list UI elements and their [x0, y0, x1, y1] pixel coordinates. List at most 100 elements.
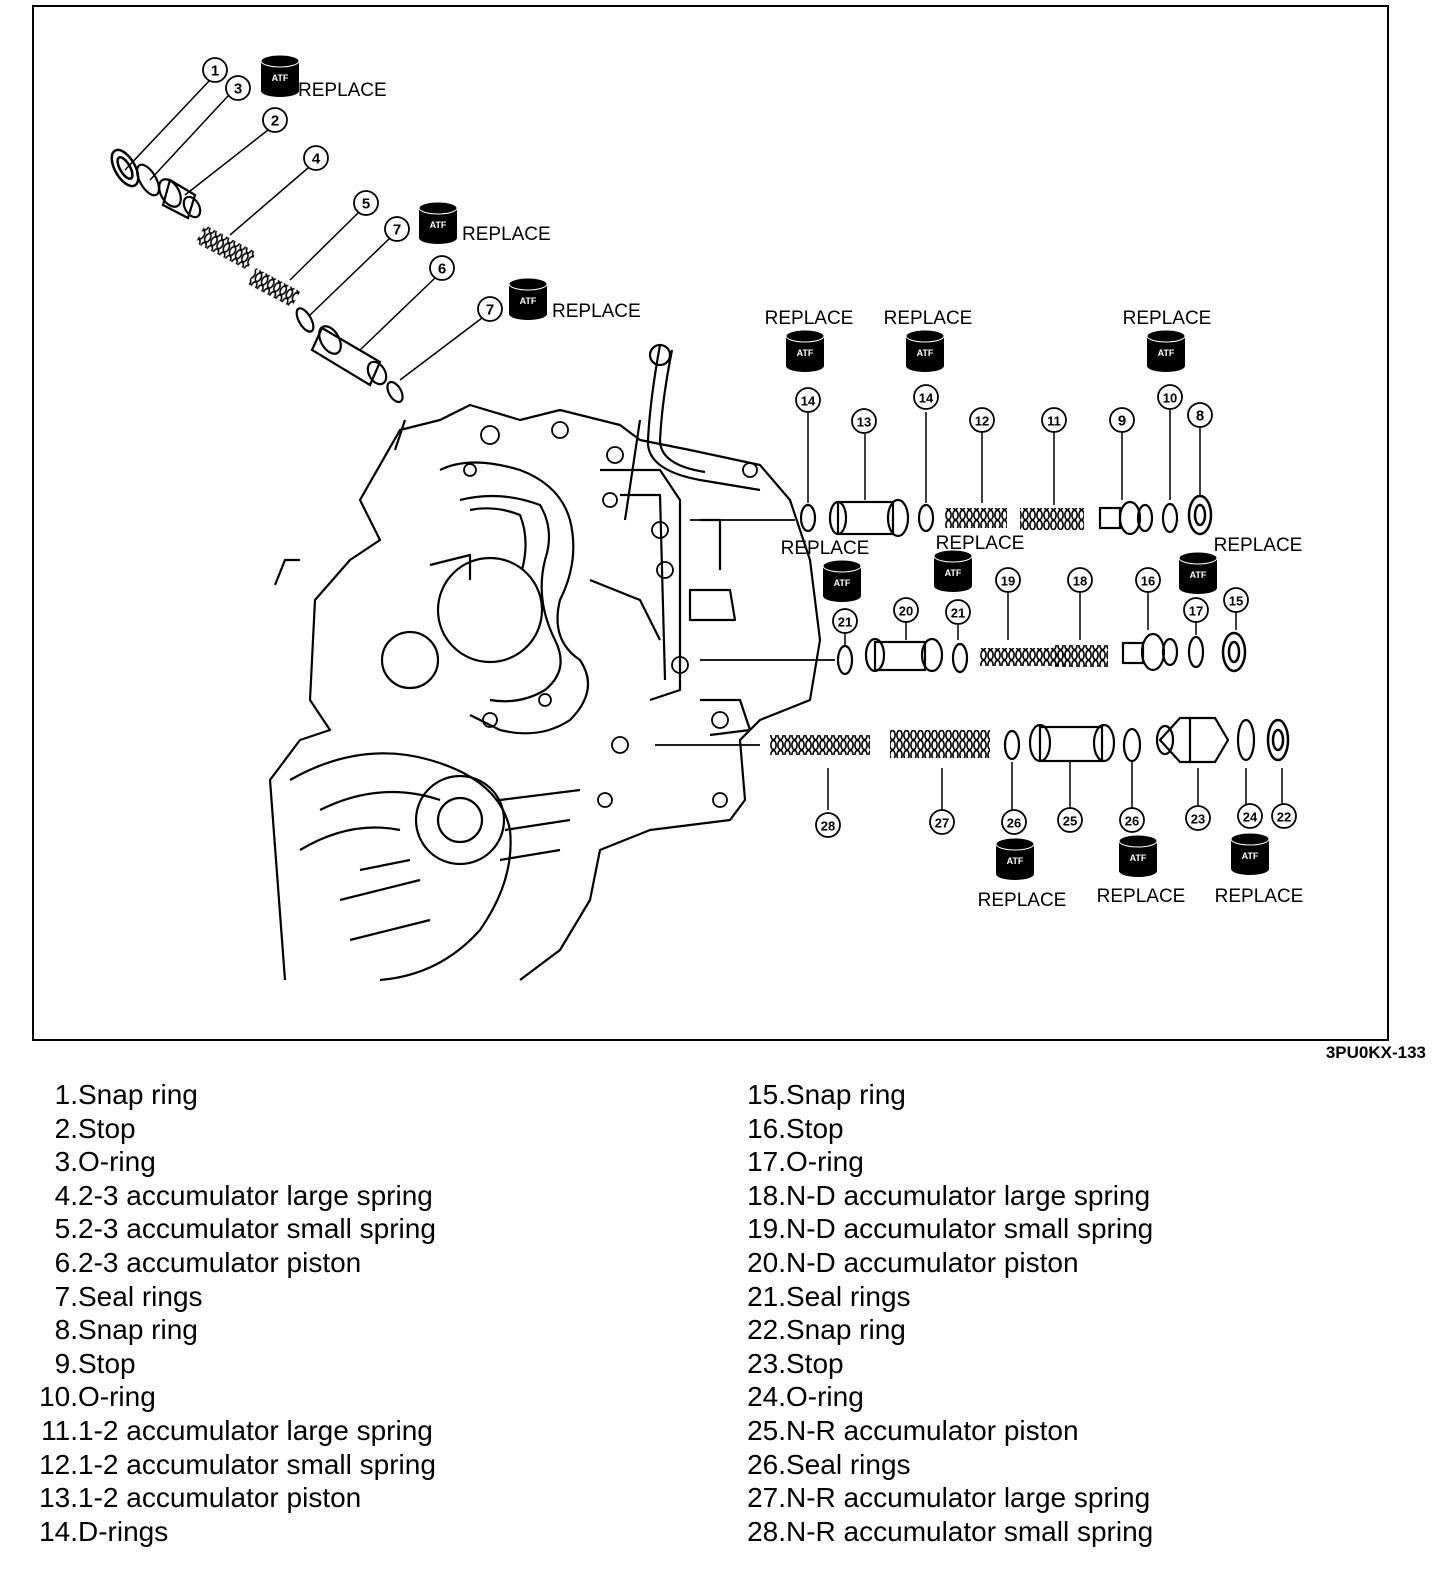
replace-label-10: REPLACE: [978, 890, 1067, 911]
callout-23: 23: [1185, 805, 1211, 831]
callout-number-20: 20: [899, 604, 913, 619]
callout-number-22: 22: [1277, 810, 1291, 825]
part-piston-25: [1028, 723, 1116, 763]
part-stop-16: [1121, 632, 1179, 672]
legend-item: 21.Seal rings: [738, 1280, 1153, 1314]
part-spring-27: [890, 730, 990, 758]
callout-number-16: 16: [1141, 574, 1155, 589]
legend-item: 14.D-rings: [30, 1515, 436, 1549]
callout-11: 11: [1041, 407, 1067, 433]
callout-number-10: 10: [1163, 391, 1177, 406]
diagram-border: [32, 5, 1389, 1041]
replace-label-11: REPLACE: [1097, 886, 1186, 907]
part-spring-5: [247, 268, 301, 308]
part-snap-ring-1: [110, 148, 140, 188]
legend-item: 19.N-D accumulator small spring: [738, 1212, 1153, 1246]
case-bolt-holes: [463, 421, 758, 808]
part-o-ring-24: [1236, 718, 1256, 762]
callout-number-19: 19: [1001, 574, 1015, 589]
callout-number-8: 8: [1196, 408, 1204, 425]
atf-can-label: ATF: [1190, 570, 1207, 580]
legend-item-number: 16.: [747, 1112, 786, 1144]
legend-item-number: 17.: [747, 1146, 786, 1178]
callout-number-21b: 21: [951, 606, 965, 621]
replace-label-8: REPLACE: [936, 533, 1025, 554]
part-snap-ring-22: [1266, 718, 1290, 762]
legend-item: 20.N-D accumulator piston: [738, 1246, 1153, 1280]
callout-number-21a: 21: [838, 615, 852, 630]
replace-label-3: REPLACE: [552, 301, 641, 322]
callout-number-4: 4: [312, 151, 321, 168]
legend-item: 28.N-R accumulator small spring: [738, 1515, 1153, 1549]
callout-number-7a: 7: [393, 222, 401, 239]
legend-item-number: 19.: [747, 1213, 786, 1245]
part-snap-ring-15: [1221, 631, 1247, 673]
legend-item-number: 25.: [747, 1414, 786, 1446]
part-seal-ring-21a: [836, 644, 854, 676]
legend-item-text: 2-3 accumulator piston: [78, 1246, 362, 1278]
callout-18: 18: [1067, 567, 1093, 593]
legend-item-number: 4.: [54, 1179, 78, 1211]
part-piston-6: [310, 325, 388, 387]
replace-label-4: REPLACE: [765, 308, 854, 329]
callout-26b: 26: [1119, 807, 1145, 833]
legend-item-text: O-ring: [78, 1381, 156, 1413]
replace-label-7: REPLACE: [781, 538, 870, 559]
atf-can-label: ATF: [1007, 856, 1024, 866]
callout-number-12: 12: [975, 414, 989, 429]
legend-item-number: 2.: [54, 1112, 78, 1144]
legend-item-number: 8.: [54, 1314, 78, 1346]
legend-item-text: 2-3 accumulator small spring: [78, 1213, 436, 1245]
legend-item-text: O-ring: [786, 1381, 864, 1413]
legend-item: 13.1-2 accumulator piston: [30, 1481, 436, 1515]
atf-can-label: ATF: [430, 220, 447, 230]
legend-item-number: 6.: [54, 1246, 78, 1278]
legend-item: 6.2-3 accumulator piston: [30, 1246, 436, 1280]
legend-item: 18.N-D accumulator large spring: [738, 1179, 1153, 1213]
legend-item-text: O-ring: [78, 1146, 156, 1178]
callout-number-5: 5: [362, 196, 370, 213]
callout-12: 12: [969, 407, 995, 433]
callout-number-27: 27: [935, 816, 949, 831]
part-seal-ring-26b: [1122, 727, 1142, 763]
atf-can-12: ATF: [1230, 832, 1270, 875]
callout-number-13: 13: [857, 415, 871, 430]
callout-7b: 7: [477, 296, 503, 322]
legend-item: 22.Snap ring: [738, 1313, 1153, 1347]
callout-16: 16: [1135, 567, 1161, 593]
legend-item-text: 2-3 accumulator large spring: [78, 1179, 433, 1211]
legend-item-number: 3.: [54, 1146, 78, 1178]
atf-can-label: ATF: [520, 296, 537, 306]
legend-item: 3.O-ring: [30, 1145, 436, 1179]
callout-number-18: 18: [1073, 574, 1087, 589]
legend-item-text: Seal rings: [786, 1448, 911, 1480]
part-spring-19: [980, 648, 1068, 666]
part-spring-4: [195, 225, 257, 270]
callout-8: 8: [1187, 402, 1213, 428]
part-piston-20: [864, 637, 944, 673]
callout-number-14b: 14: [919, 391, 934, 406]
part-o-ring-17: [1187, 635, 1205, 669]
atf-can-label: ATF: [1242, 851, 1259, 861]
legend-item-number: 27.: [747, 1482, 786, 1514]
atf-can-1: ATF: [260, 54, 300, 97]
part-spring-18: [1052, 645, 1108, 667]
legend-item-text: Seal rings: [78, 1280, 203, 1312]
legend-item: 15.Snap ring: [738, 1078, 1153, 1112]
legend-item-number: 24.: [747, 1381, 786, 1413]
callout-number-1: 1: [211, 63, 219, 80]
legend-item-number: 14.: [39, 1515, 78, 1547]
part-stop-2: [158, 178, 202, 220]
part-o-ring-10: [1161, 502, 1179, 534]
legend-item-text: D-rings: [78, 1515, 169, 1547]
callout-14a: 14: [795, 387, 821, 413]
legend-item-number: 13.: [39, 1482, 78, 1514]
atf-can-4: ATF: [785, 329, 825, 372]
legend-item-text: Seal rings: [786, 1280, 911, 1312]
legend-item: 10.O-ring: [30, 1380, 436, 1414]
callout-number-28: 28: [821, 819, 835, 834]
legend-item-text: 1-2 accumulator small spring: [78, 1448, 436, 1480]
